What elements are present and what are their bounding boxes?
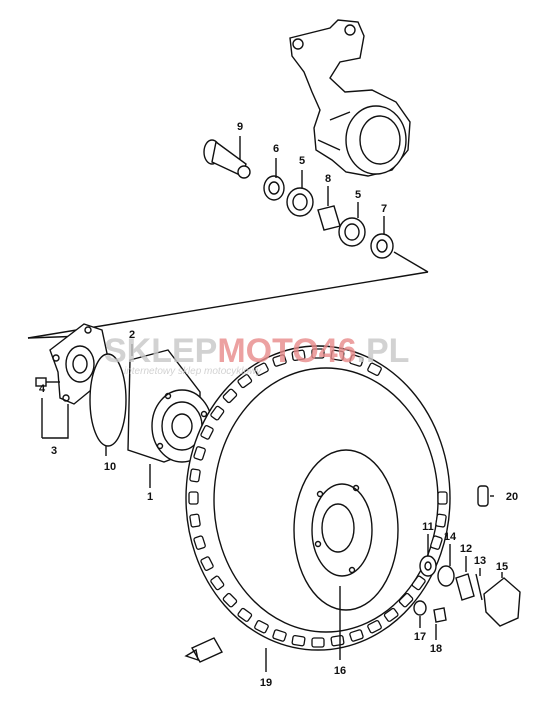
tread-lug: [349, 354, 364, 367]
tread-lug: [291, 634, 306, 647]
part-number-2: 2: [129, 329, 135, 341]
brake-drum: [127, 349, 213, 463]
part-number-3: 3: [51, 445, 57, 457]
tread-lug: [272, 354, 287, 367]
tread-lug: [272, 629, 287, 642]
tread-lug: [437, 491, 448, 505]
tread-lug: [200, 556, 214, 571]
part-number-5: 5: [355, 189, 361, 201]
tread-lug: [189, 513, 201, 528]
tread-lug: [291, 349, 306, 362]
tread-lug: [189, 468, 201, 483]
part-number-8: 8: [325, 173, 331, 185]
part-number-6: 6: [273, 143, 279, 155]
tread-lug: [330, 349, 345, 362]
watermark-brand: SKLEPMOTO46.PL: [104, 332, 409, 370]
part-number-4: 4: [39, 383, 46, 395]
tread-lug: [222, 388, 238, 404]
axle-bolt: [203, 139, 251, 179]
tread-lug: [311, 637, 325, 648]
tread-lug: [210, 405, 225, 421]
tread-lug: [193, 535, 206, 550]
tread-lug: [367, 362, 382, 376]
front-arrow-icon: [184, 637, 223, 663]
tread-lug: [254, 362, 269, 376]
tread-lug: [237, 374, 253, 389]
leader-lines: [41, 136, 503, 672]
tread-lug: [349, 629, 364, 642]
part-number-18: 18: [430, 643, 442, 655]
tread-lug: [398, 592, 414, 608]
watermark-tagline: internetowy sklep motocyklowy: [124, 366, 262, 377]
tread-lug: [222, 592, 238, 608]
part-number-19: 19: [260, 677, 272, 689]
part-number-13: 13: [474, 555, 486, 567]
part-number-7: 7: [381, 203, 387, 215]
part-number-20: 20: [506, 491, 518, 503]
tread-lug: [411, 575, 426, 591]
part-number-5: 5: [299, 155, 305, 167]
wheel-rim: [293, 449, 399, 611]
part-number-14: 14: [444, 531, 457, 543]
tread-lug: [193, 446, 206, 461]
tread-lug: [435, 513, 447, 528]
flange-bolt: [35, 377, 60, 387]
tread-lug: [237, 607, 253, 622]
part-number-1: 1: [147, 491, 153, 503]
tread-lug: [188, 491, 199, 505]
tread-lug: [330, 634, 345, 647]
drum-gasket: [89, 353, 127, 447]
wheel-hardware: [413, 485, 521, 627]
tread-lug: [200, 425, 214, 440]
part-number-10: 10: [104, 461, 116, 473]
part-number-17: 17: [414, 631, 426, 643]
steering-knuckle: [289, 19, 411, 177]
tread-lug: [254, 620, 269, 634]
tread-lug: [311, 348, 325, 359]
part-number-11: 11: [422, 521, 434, 533]
bearing-set: [263, 175, 394, 259]
tread-lug: [210, 575, 225, 591]
watermark: SKLEPMOTO46.PL internetowy sklep motocyk…: [104, 332, 409, 377]
part-number-12: 12: [460, 543, 472, 555]
part-number-16: 16: [334, 665, 346, 677]
tread-lug: [383, 607, 399, 622]
part-number-9: 9: [237, 121, 243, 133]
tread-lug: [430, 535, 443, 550]
part-number-15: 15: [496, 561, 508, 573]
tread-lug: [367, 620, 382, 634]
